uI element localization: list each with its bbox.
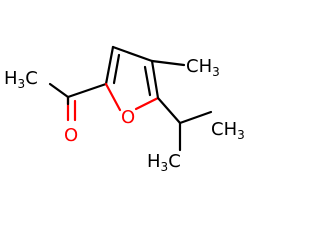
atom-label-ring-oxygen: O	[121, 107, 135, 128]
bond-ring-c4-c5-inner	[143, 65, 152, 97]
atom-label-carbonyl-oxygen: O	[64, 125, 78, 146]
atom-label-isopropyl-right-methyl: CH3	[211, 119, 245, 142]
bond-isopropyl-ch	[156, 96, 182, 125]
bond-ring-c5-o	[134, 96, 160, 111]
bond-ring-c2-c3-inner	[112, 53, 121, 85]
bond-ring-c2-c3	[104, 45, 115, 86]
bond-ring-methyl	[150, 59, 186, 67]
bond-acetyl-methyl	[48, 82, 70, 99]
bond-ring-o-c2	[104, 82, 122, 112]
bond-carbonyl-ring	[66, 82, 108, 99]
bond-isopropyl-right	[178, 110, 213, 125]
molecule-structure-diagram: H3C O O CH3 CH3 H3C	[4, 45, 245, 174]
atom-label-ring-methyl: CH3	[186, 56, 220, 79]
bond-ring-c3-c4	[111, 45, 154, 63]
atom-label-isopropyl-bottom-methyl: H3C	[147, 151, 181, 174]
bond-ring-c4-c5	[150, 59, 160, 100]
atom-label-acetyl-methyl: H3C	[4, 68, 38, 91]
